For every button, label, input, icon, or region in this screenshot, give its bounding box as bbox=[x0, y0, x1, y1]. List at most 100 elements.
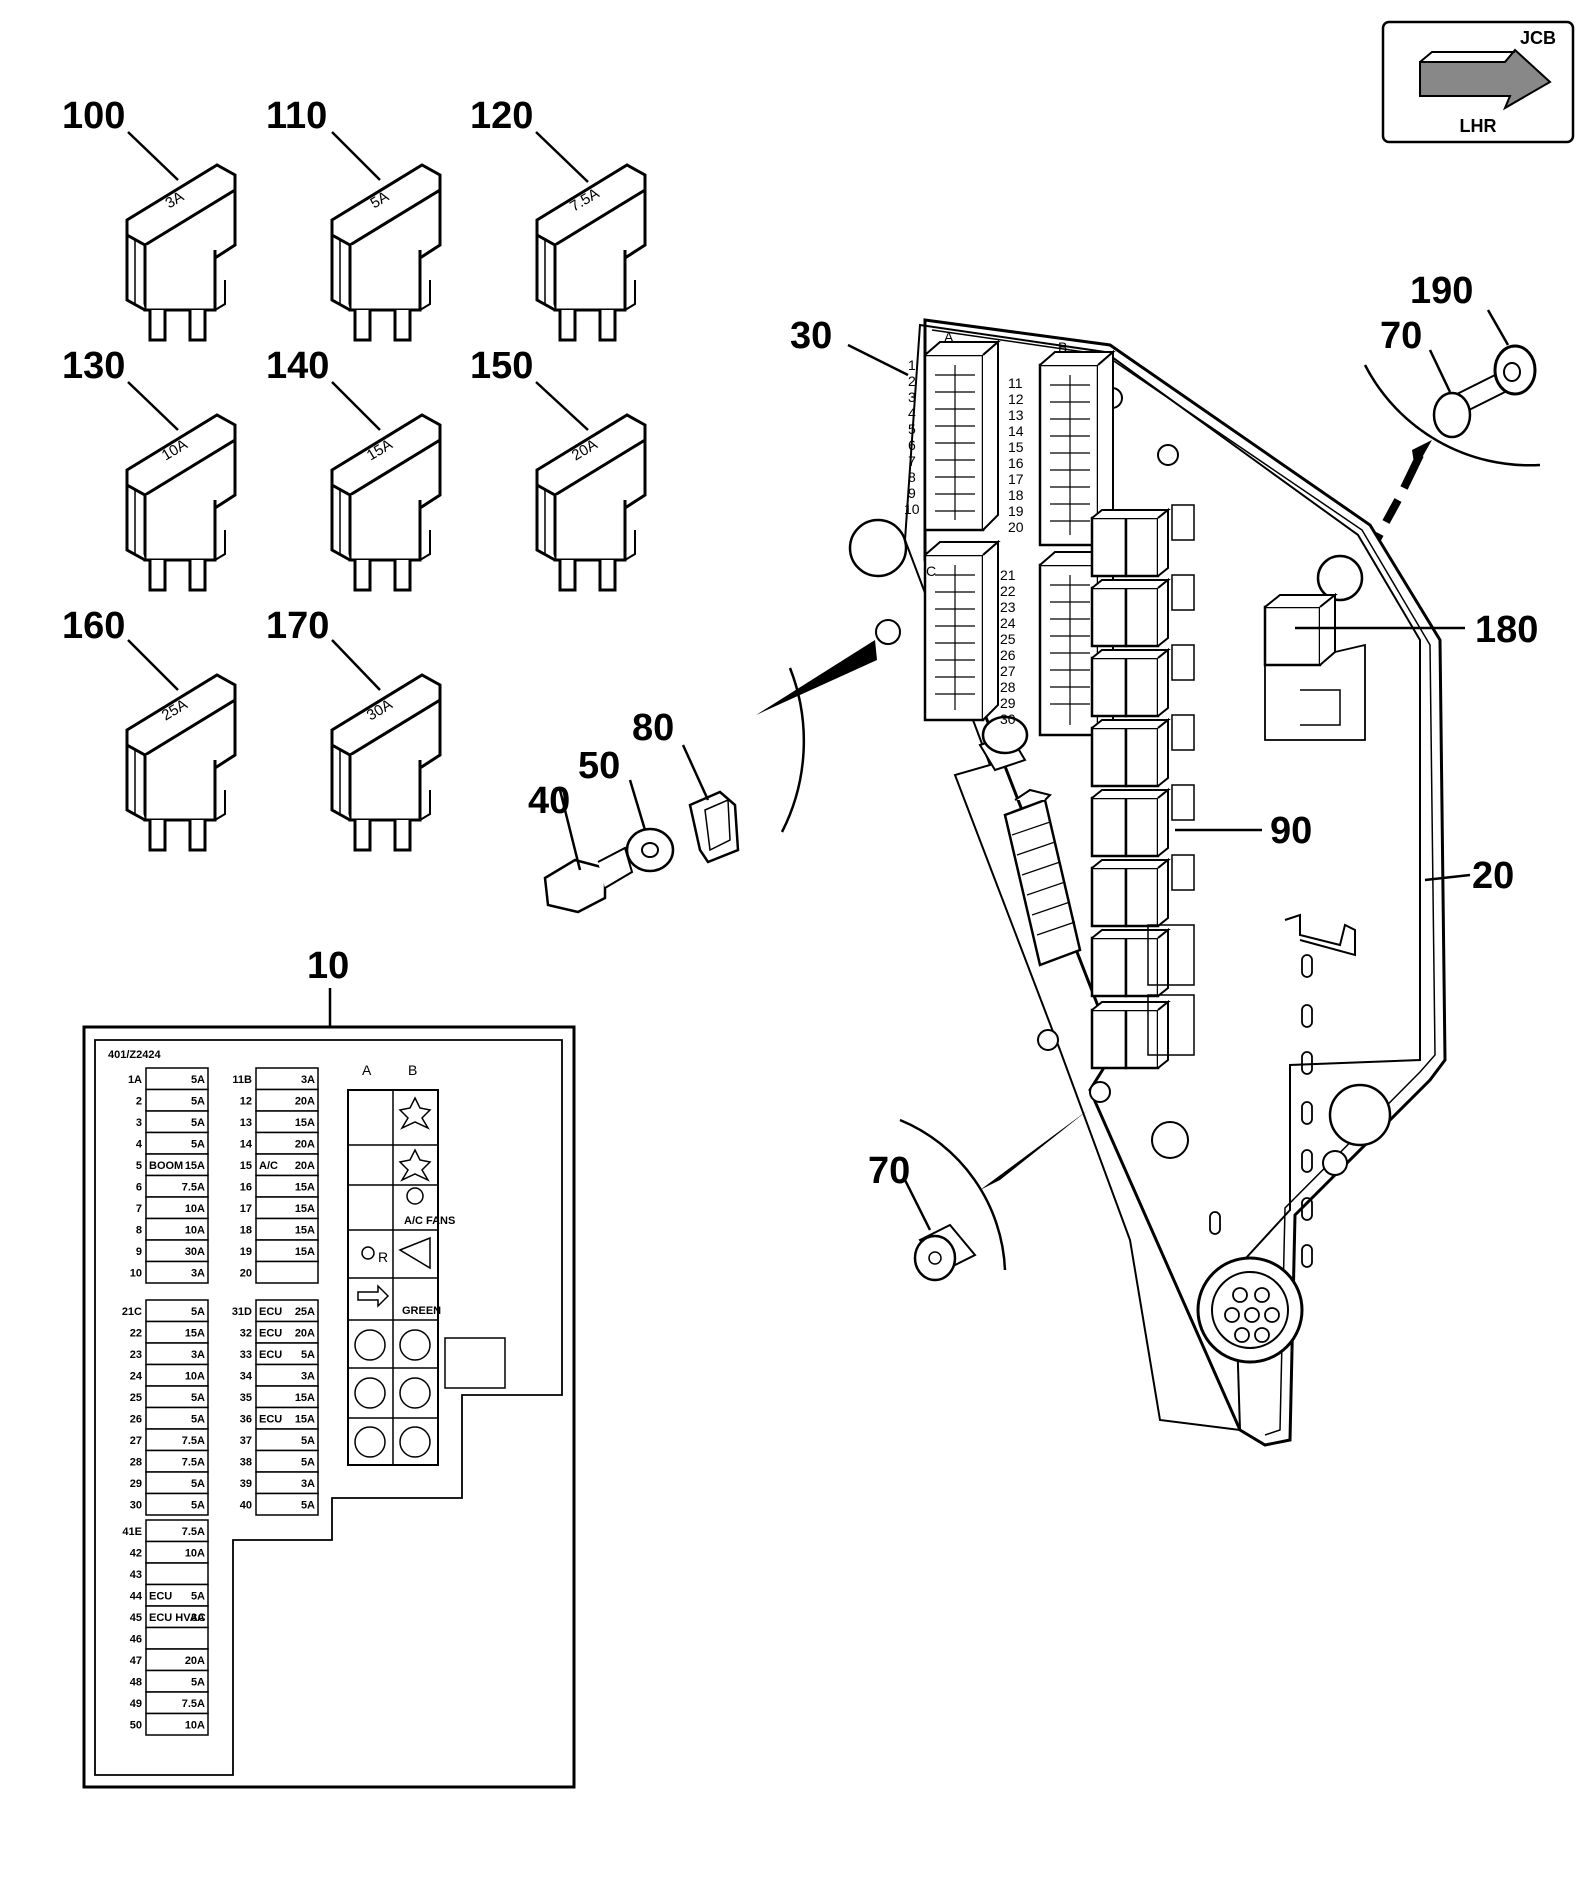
decal-fuse-rating: 7.5A bbox=[182, 1457, 205, 1469]
decal-fuse-number: 14 bbox=[240, 1139, 253, 1151]
decal-fuse-rating: 20A bbox=[185, 1655, 205, 1667]
decal-fuse-circuit: A/C bbox=[259, 1160, 278, 1172]
decal-fuse-number: 36 bbox=[240, 1414, 252, 1426]
decal-fuse-rating: 15A bbox=[295, 1182, 315, 1194]
decal-fuse-number: 18 bbox=[240, 1225, 252, 1237]
fuse-130: 10A bbox=[125, 413, 237, 592]
decal-fuse-number: 32 bbox=[240, 1328, 252, 1340]
decal-fuse-rating: 5A bbox=[301, 1457, 315, 1469]
callout-140: 140 bbox=[266, 345, 329, 387]
decal-fuse-rating: 5A bbox=[191, 1500, 205, 1512]
fastener-detail-top bbox=[1346, 309, 1541, 592]
decal-fuse-rating: 20A bbox=[295, 1160, 315, 1172]
callout-50: 50 bbox=[578, 745, 620, 787]
decal-fuse-number: 49 bbox=[130, 1698, 142, 1710]
decal-fuse-number: 17 bbox=[240, 1203, 252, 1215]
decal-fuse-number: 30 bbox=[130, 1500, 142, 1512]
pin-labels-b: 11 12 13 14 15 16 17 18 19 20 bbox=[1008, 375, 1024, 535]
pin-labels-a: 1 2 3 4 5 6 7 8 9 10 bbox=[904, 357, 920, 517]
decal-fuse-rating: 3A bbox=[191, 1268, 205, 1280]
decal-cell bbox=[145, 1712, 209, 1736]
pin-label: 18 bbox=[1008, 487, 1024, 503]
decal-fuse-number: 45 bbox=[130, 1612, 142, 1624]
pin-label: 3 bbox=[908, 389, 916, 405]
callout-110: 110 bbox=[266, 95, 327, 137]
pin-label: 1 bbox=[908, 357, 916, 373]
decal-fuse-circuit: ECU bbox=[259, 1306, 282, 1318]
decal-fuse-rating: 3A bbox=[301, 1074, 315, 1086]
callout-40: 40 bbox=[528, 780, 570, 822]
view-badge: JCB LHR bbox=[1381, 20, 1575, 144]
decal-fuse-rating: 7.5A bbox=[182, 1182, 205, 1194]
callout-130: 130 bbox=[62, 345, 125, 387]
pin-label: 24 bbox=[1000, 615, 1016, 631]
connector-block-small bbox=[1003, 788, 1082, 967]
decal-fuse-rating: 3A bbox=[301, 1478, 315, 1490]
decal-fuse-number: 50 bbox=[130, 1720, 142, 1732]
decal-fuse-number: 23 bbox=[130, 1349, 142, 1361]
decal-fuse-number: 12 bbox=[240, 1096, 252, 1108]
decal-fuse-number: 26 bbox=[130, 1414, 142, 1426]
relay-180 bbox=[1263, 592, 1366, 741]
fastener-detail-bottom bbox=[899, 1110, 1088, 1282]
decal-fuse-number: 48 bbox=[130, 1677, 142, 1689]
decal-fuse-number: 13 bbox=[240, 1117, 252, 1129]
decal-fuse-circuit: BOOM bbox=[149, 1160, 183, 1172]
decal-fuse-number: 24 bbox=[130, 1371, 143, 1383]
pin-label: 16 bbox=[1008, 455, 1024, 471]
decal-fuse-rating: 3A bbox=[191, 1349, 205, 1361]
pin-label: 15 bbox=[1008, 439, 1024, 455]
decal-fuse-number: 39 bbox=[240, 1478, 252, 1490]
decal-fuse-number: 28 bbox=[130, 1457, 142, 1469]
decal-fuse-rating: 15A bbox=[295, 1392, 315, 1404]
pin-label: 22 bbox=[1000, 583, 1016, 599]
pin-label: 7 bbox=[908, 453, 916, 469]
decal-fuse-number: 33 bbox=[240, 1349, 252, 1361]
callout-70-bottom: 70 bbox=[868, 1150, 910, 1192]
decal-fuse-rating: 5A bbox=[301, 1435, 315, 1447]
relay-label-r: R bbox=[378, 1249, 388, 1265]
pin-label: 9 bbox=[908, 485, 916, 501]
decal-fuse-number: 31D bbox=[232, 1306, 252, 1318]
decal-fuse-rating: 5A bbox=[301, 1500, 315, 1512]
decal-fuse-number: 11B bbox=[232, 1074, 252, 1086]
decal-fuse-rating: 10A bbox=[185, 1203, 205, 1215]
connector-letter-a: A bbox=[944, 329, 954, 345]
decal-cell bbox=[145, 1260, 209, 1284]
decal-fuse-rating: 5A bbox=[191, 1117, 205, 1129]
relay-label-ac-fans: A/C FANS bbox=[404, 1215, 455, 1227]
pin-label: 10 bbox=[904, 501, 920, 517]
connector-block-c: C bbox=[923, 539, 1001, 722]
pin-label: 13 bbox=[1008, 407, 1024, 423]
decal-fuse-circuit: ECU bbox=[149, 1591, 172, 1603]
fuse-120: 7.5A bbox=[535, 163, 647, 342]
decal-cell bbox=[145, 1562, 209, 1586]
decal-fuse-number: 44 bbox=[130, 1591, 143, 1603]
decal-fuse-rating: 15A bbox=[185, 1160, 205, 1172]
decal-cell bbox=[145, 1626, 209, 1650]
decal-fuse-rating: 7.5A bbox=[182, 1698, 205, 1710]
pin-label: 12 bbox=[1008, 391, 1024, 407]
decal-fuse-number: 34 bbox=[240, 1371, 253, 1383]
decal-fuse-number: 20 bbox=[240, 1268, 252, 1280]
decal-fuse-number: 27 bbox=[130, 1435, 142, 1447]
fuse-110: 5A bbox=[330, 163, 442, 342]
decal-fuse-number: 21C bbox=[122, 1306, 142, 1318]
decal-fuse-number: 35 bbox=[240, 1392, 252, 1404]
pin-label: 11 bbox=[1008, 375, 1023, 391]
pin-label: 5 bbox=[908, 421, 916, 437]
decal-col-b: B bbox=[408, 1062, 417, 1078]
decal-fuse-number: 38 bbox=[240, 1457, 252, 1469]
decal-fuse-rating: 15A bbox=[295, 1414, 315, 1426]
pin-label: 8 bbox=[908, 469, 916, 485]
decal-fuse-rating: 15A bbox=[295, 1246, 315, 1258]
pin-label: 6 bbox=[908, 437, 916, 453]
decal-fuse-number: 1A bbox=[128, 1074, 142, 1086]
decal-cell bbox=[255, 1260, 319, 1284]
callout-150: 150 bbox=[470, 345, 533, 387]
decal-fuse-number: 6 bbox=[136, 1182, 142, 1194]
callout-100: 100 bbox=[62, 95, 125, 137]
decal-fuse-rating: 15A bbox=[295, 1203, 315, 1215]
pin-label: 29 bbox=[1000, 695, 1016, 711]
